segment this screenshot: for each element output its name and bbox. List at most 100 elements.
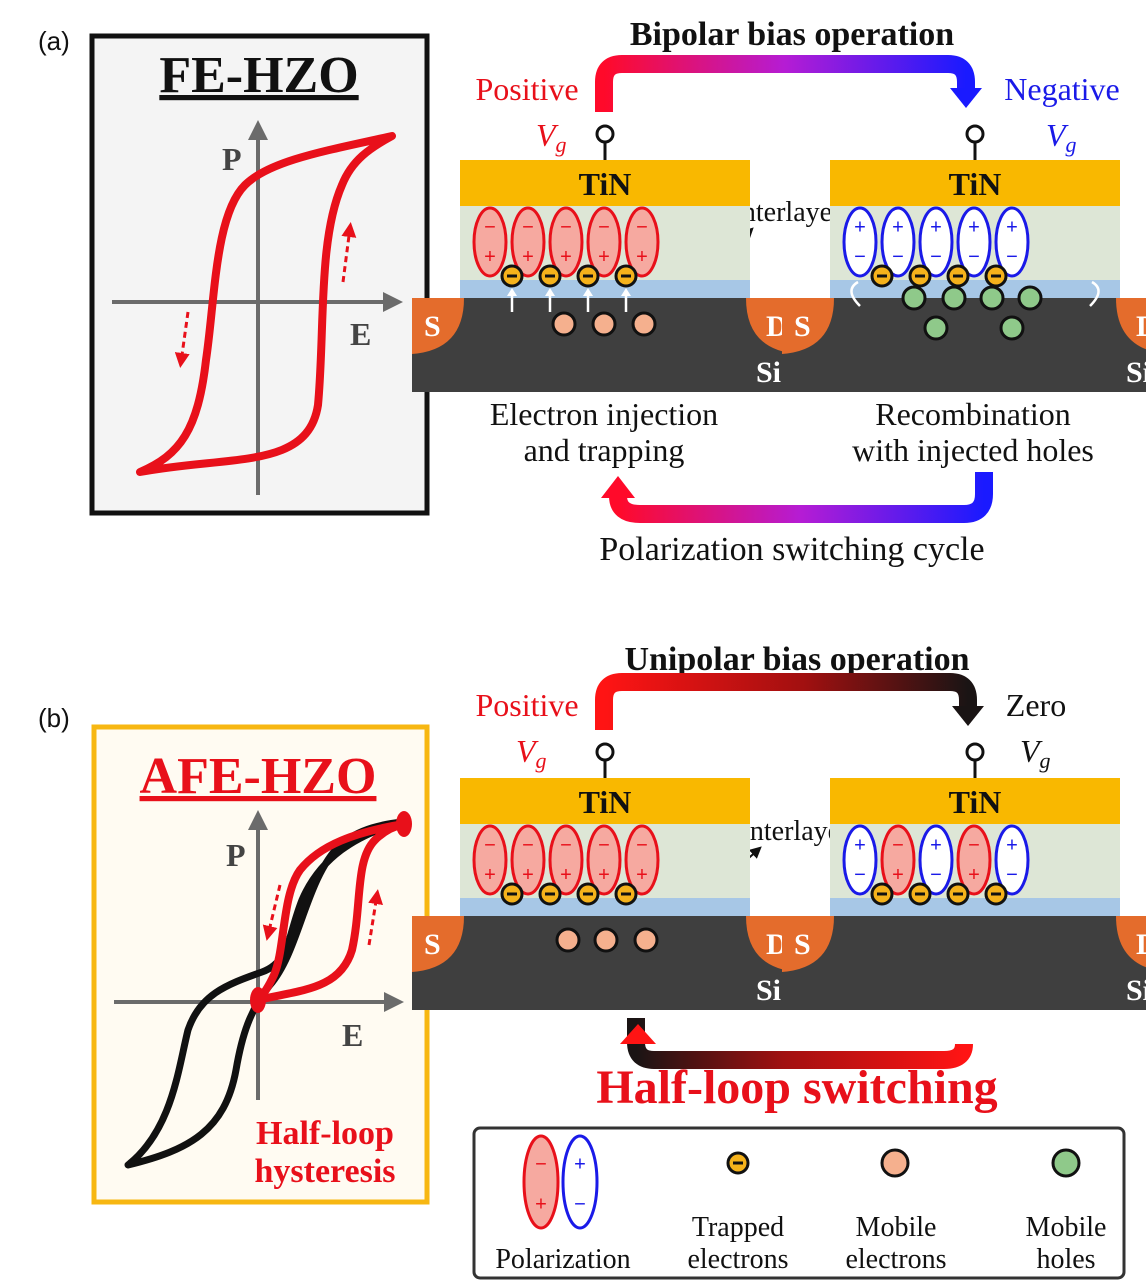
unipolar-top-arrow (595, 673, 977, 730)
polarization-dipole-4-ellipse (956, 824, 992, 896)
mobile-hole-1 (901, 285, 927, 311)
interlayer-label-a: Interlayer (733, 197, 842, 228)
half-loop-hysteresis-1: Half-loop (256, 1115, 394, 1152)
polarization-dipole-2-ellipse (510, 206, 546, 278)
polarization-dipole-4-bottom-sign: + (968, 864, 980, 886)
legend-trapped-symbol (726, 1151, 750, 1175)
polarization-dipole-2-ellipse (510, 824, 546, 896)
polarization-dipole-4-top-sign: − (968, 835, 980, 857)
polarization-cycle-label: Polarization switching cycle (599, 531, 984, 568)
trapped-electron-3 (946, 264, 970, 288)
polarization-dipole-5-top-sign: − (636, 217, 648, 239)
tin-label: TiN (579, 166, 632, 202)
polarization-dipole-3-ellipse (918, 824, 954, 896)
injection-arrowhead-4 (621, 288, 631, 296)
legend-mobile-holes-label-2: holes (1036, 1244, 1095, 1275)
si-label: Si (1126, 974, 1146, 1007)
gate-terminal (595, 124, 615, 144)
trapped-electron-4 (984, 882, 1008, 906)
polarization-dipole-4: −+ (956, 824, 992, 896)
trapped-electron-3 (576, 264, 600, 288)
polarization-dipole-3-ellipse (918, 206, 954, 278)
source-region (782, 298, 834, 354)
source-region (782, 916, 834, 972)
half-loop-bottom-arrowhead (620, 1024, 656, 1044)
afe-loop-panel: AFE-HZO P E Half-loop hysteresis (91, 724, 430, 1205)
polarization-dipole-2-top-sign: + (892, 217, 904, 239)
electron-injection-caption-1: Electron injection (490, 396, 718, 432)
polarization-dipole-3-bottom-sign: + (560, 864, 572, 886)
fe-up-arrow (341, 222, 357, 283)
drain-label: D (1136, 928, 1146, 961)
si-substrate (782, 298, 1146, 392)
legend-polarization-red-bottom-sign: + (535, 1194, 547, 1216)
polarization-dipole-2-top-sign: − (892, 835, 904, 857)
source-label: S (424, 310, 441, 343)
polarization-dipole-4-ellipse (586, 206, 622, 278)
injection-arrowhead-3 (583, 288, 593, 296)
si-label: Si (756, 974, 781, 1007)
polarization-dipole-3-ellipse (548, 824, 584, 896)
legend-polarization-red-top-sign: − (535, 1154, 547, 1176)
polarization-dipole-3-top-sign: + (930, 217, 942, 239)
polarization-dipole-1: +− (842, 824, 878, 896)
legend-mobile-electrons-label-2: electrons (845, 1244, 946, 1275)
drain-label: D (1136, 310, 1146, 343)
half-loop-switching-label: Half-loop switching (596, 1061, 997, 1114)
source-region (412, 916, 464, 972)
half-loop-hysteresis-2: hysteresis (254, 1153, 395, 1190)
trapped-electron-2 (538, 264, 562, 288)
trapped-electron-2 (908, 264, 932, 288)
afe-p-label: P (226, 837, 246, 873)
polarization-dipole-3: +− (918, 824, 954, 896)
injection-arrowhead-1 (507, 288, 517, 296)
trapped-electron-1 (500, 264, 524, 288)
legend-polarization-blue-bottom-sign: − (574, 1194, 586, 1216)
polarization-dipole-2-bottom-sign: − (892, 246, 904, 268)
afe-loop-title: AFE-HZO (140, 748, 377, 805)
fe-e-label: E (350, 316, 371, 352)
panel-a: (a) FE-HZO P E Bipolar bias operation Po… (38, 16, 1146, 568)
recombination-arrow-left (850, 280, 861, 307)
legend-polarization-blue-ellipse (561, 1134, 599, 1230)
afe-loop-end-dot-bottom (250, 987, 266, 1013)
polarization-dipole-1-top-sign: + (854, 835, 866, 857)
polarization-dipole-2-bottom-sign: + (522, 246, 534, 268)
fe-loop-panel: FE-HZO P E (89, 33, 430, 516)
polarization-dipole-2-top-sign: − (522, 835, 534, 857)
polarization-dipole-1: −+ (472, 824, 508, 896)
legend-polarization-red-ellipse (522, 1134, 560, 1230)
polarization-dipole-5-top-sign: + (1006, 835, 1018, 857)
zero-vg-symbol-b: Vg (1020, 733, 1051, 773)
afe-loop-frame (91, 724, 430, 1205)
gate-terminal (965, 742, 985, 762)
polarization-dipole-4-top-sign: + (968, 217, 980, 239)
polarization-dipole-5-ellipse (624, 206, 660, 278)
gate-terminal (595, 742, 615, 762)
polarization-dipole-2-bottom-sign: + (522, 864, 534, 886)
legend-trapped-label-1: Trapped (692, 1212, 784, 1243)
polarization-dipole-1-ellipse (842, 824, 878, 896)
polarization-dipole-2: −+ (510, 824, 546, 896)
bipolar-top-arrow (595, 55, 975, 112)
polarization-dipole-4-bottom-sign: + (598, 864, 610, 886)
mobile-electron-1 (551, 311, 577, 337)
polarization-dipole-3-top-sign: + (930, 835, 942, 857)
unipolar-title: Unipolar bias operation (624, 641, 969, 678)
polarization-dipole-5-ellipse (994, 824, 1030, 896)
trapped-electron-2 (908, 882, 932, 906)
polarization-dipole-3: −+ (548, 824, 584, 896)
zero-vg-word-b: Zero (1006, 687, 1066, 723)
drain-region (1116, 916, 1146, 968)
mobile-electron-3 (633, 927, 659, 953)
panel-a-label: (a) (38, 26, 70, 56)
polarization-dipole-2-bottom-sign: + (892, 864, 904, 886)
polarization-dipole-5-bottom-sign: + (636, 864, 648, 886)
polarization-dipole-1-ellipse (842, 206, 878, 278)
interlayer (830, 278, 1120, 298)
polarization-dipole-1-bottom-sign: − (854, 246, 866, 268)
negative-vg-word-a: Negative (1004, 71, 1120, 107)
